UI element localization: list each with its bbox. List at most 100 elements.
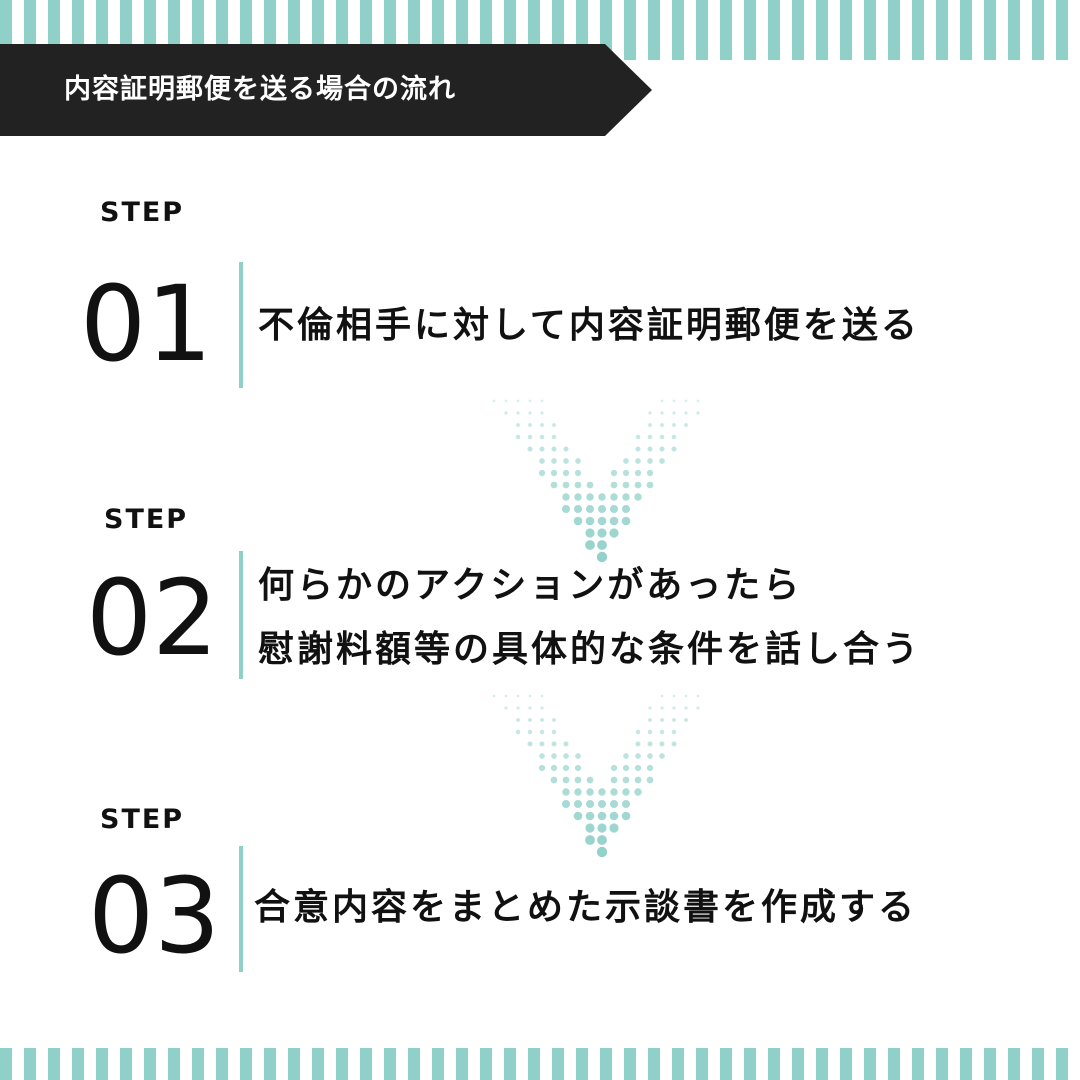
chevron-dot	[610, 776, 618, 784]
chevron-dot	[634, 764, 642, 772]
chevron-dot	[528, 718, 532, 722]
chevron-dot	[659, 458, 665, 464]
chevron-dot	[622, 493, 630, 501]
chevron-dot	[684, 411, 688, 415]
chevron-dot	[528, 411, 532, 415]
chevron-dot	[597, 516, 607, 526]
chevron-dot	[540, 694, 544, 698]
chevron-dot	[596, 846, 608, 858]
chevron-dot	[539, 446, 545, 452]
chevron-dot	[575, 753, 581, 759]
chevron-dot	[648, 411, 652, 415]
chevron-dot	[515, 729, 521, 735]
chevron-dot	[504, 399, 508, 403]
chevron-dot	[684, 718, 688, 722]
chevron-dot	[646, 469, 654, 477]
chevron-dot	[696, 399, 700, 403]
bottom-stripe-border	[0, 1048, 1080, 1080]
chevron-dot	[550, 764, 558, 772]
chevron-dot	[573, 516, 583, 526]
chevron-dot	[540, 423, 544, 427]
chevron-dot	[551, 434, 557, 440]
chevron-dot	[671, 446, 677, 452]
chevron-dot	[574, 481, 582, 489]
chevron-dot	[659, 741, 665, 747]
chevron-dot	[516, 718, 520, 722]
chevron-dot	[586, 776, 594, 784]
chevron-dot	[672, 399, 676, 403]
chevron-dot	[561, 504, 571, 514]
chevron-dot	[551, 753, 557, 759]
chevron-dot	[622, 481, 630, 489]
chevron-dot	[574, 493, 582, 501]
step-3-text: 合意内容をまとめた示談書を作成する	[254, 887, 918, 928]
chevron-dot	[672, 694, 676, 698]
chevron-dot	[551, 741, 557, 747]
chevron-dot	[672, 411, 676, 415]
chevron-dot	[563, 446, 569, 452]
step-3-label: STEP	[100, 804, 185, 835]
chevron-dot	[684, 423, 688, 427]
chevron-dot	[659, 753, 665, 759]
chevron-dot	[562, 493, 570, 501]
chevron-dot	[647, 753, 653, 759]
chevron-dot	[585, 540, 595, 550]
chevron-dot	[660, 694, 664, 698]
chevron-dot	[550, 481, 558, 489]
dotted-chevron-down-icon	[492, 694, 700, 858]
chevron-dot	[585, 504, 595, 514]
chevron-dot	[609, 504, 619, 514]
chevron-dot	[492, 399, 496, 403]
chevron-dot	[552, 718, 556, 722]
chevron-dot	[574, 764, 582, 772]
chevron-dot	[622, 469, 630, 477]
chevron-dot	[659, 729, 665, 735]
chevron-dot	[586, 481, 594, 489]
chevron-dot	[597, 540, 607, 550]
chevron-dot	[696, 411, 700, 415]
chevron-dot	[538, 764, 546, 772]
chevron-dot	[538, 469, 546, 477]
chevron-dot	[527, 446, 533, 452]
chevron-dot	[634, 481, 642, 489]
chevron-dot	[540, 706, 544, 710]
chevron-dot	[646, 764, 654, 772]
chevron-dot	[527, 729, 533, 735]
chevron-dot	[671, 741, 677, 747]
chevron-dot	[516, 399, 520, 403]
chevron-dot	[552, 423, 556, 427]
chevron-dot	[621, 516, 631, 526]
chevron-dot	[622, 776, 630, 784]
chevron-dot	[551, 446, 557, 452]
step-2-number: 02	[86, 557, 219, 679]
chevron-dot	[610, 788, 618, 796]
chevron-dot	[586, 493, 594, 501]
chevron-dot	[622, 764, 630, 772]
chevron-dot	[573, 799, 583, 809]
chevron-dot	[562, 469, 570, 477]
banner-title: 内容証明郵便を送る場合の流れ	[64, 74, 456, 105]
chevron-dot	[527, 434, 533, 440]
step-1-text: 不倫相手に対して内容証明郵便を送る	[258, 305, 920, 346]
step-2-divider	[239, 551, 243, 679]
chevron-dot	[597, 835, 607, 845]
chevron-dot	[562, 481, 570, 489]
chevron-dot	[585, 799, 595, 809]
chevron-dot	[635, 753, 641, 759]
chevron-dot	[527, 741, 533, 747]
chevron-dot	[684, 399, 688, 403]
chevron-dot	[504, 411, 508, 415]
chevron-dot	[561, 799, 571, 809]
chevron-dot	[540, 411, 544, 415]
chevron-dot	[622, 788, 630, 796]
chevron-dot	[585, 528, 595, 538]
step-2-text-line-2: 慰謝料額等の具体的な条件を話し合う	[258, 629, 922, 670]
chevron-dot	[671, 434, 677, 440]
chevron-dot	[684, 706, 688, 710]
chevron-dot	[551, 729, 557, 735]
chevron-dot	[598, 788, 606, 796]
chevron-dot	[540, 718, 544, 722]
chevron-dot	[660, 411, 664, 415]
chevron-dot	[696, 706, 700, 710]
chevron-dot	[598, 493, 606, 501]
